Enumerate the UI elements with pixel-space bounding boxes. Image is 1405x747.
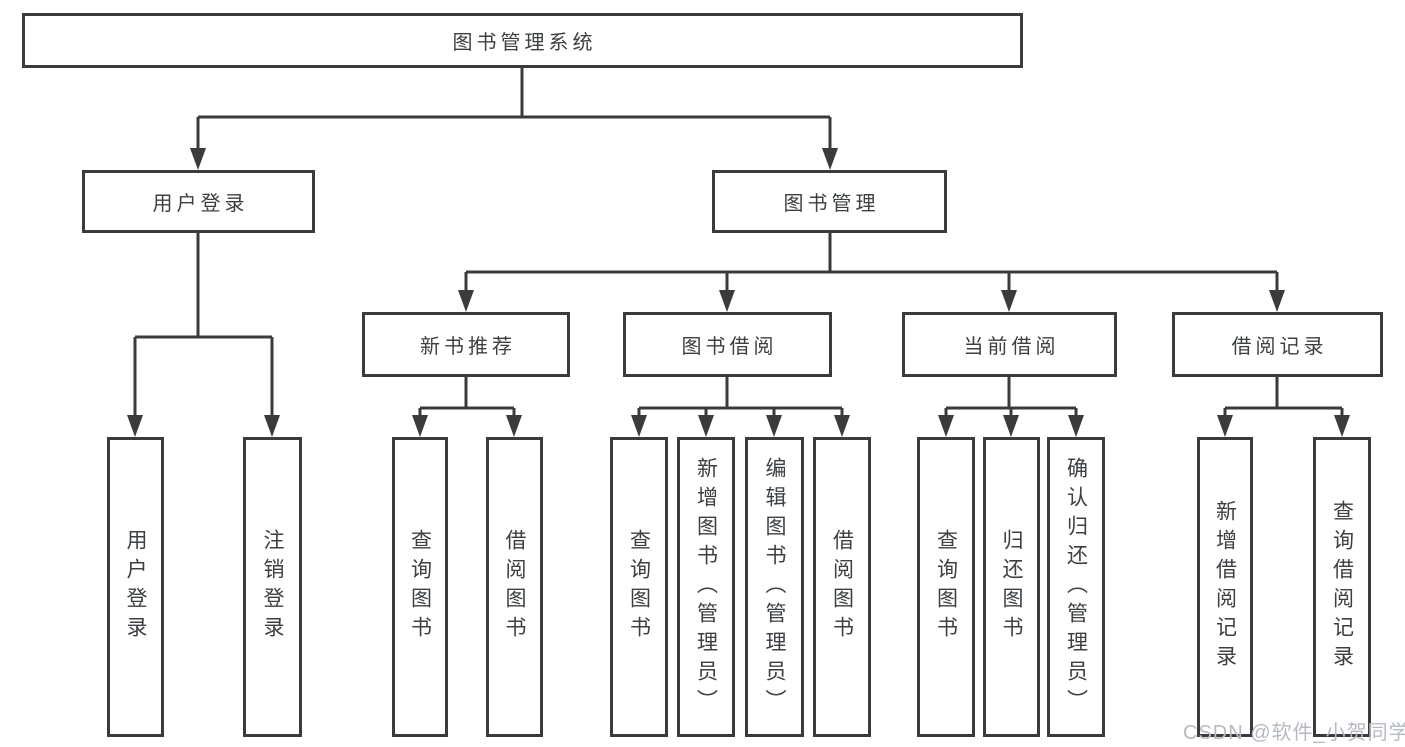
node-label: 图书借阅 [681,336,778,358]
node-label: 查询图书 [627,529,651,645]
node-label: 借阅图书 [503,529,526,645]
leaf-logout: 注销登录 [243,437,302,737]
node-label: 新书推荐 [420,336,516,358]
node-label: 图书管理系统 [452,32,597,54]
leaf-query-books-recommend: 查询图书 [392,437,448,737]
node-label: 新增借阅记录 [1213,500,1237,674]
node-label: 用户登录 [124,529,147,645]
leaf-return-books: 归还图书 [983,437,1040,737]
node-borrowing-records: 借阅记录 [1172,312,1383,377]
leaf-add-books-admin: 新增图书（管理员） [677,437,735,737]
node-label: 编辑图书（管理员） [763,456,786,718]
node-label: 查询图书 [934,529,958,645]
node-label: 借阅图书 [830,529,854,645]
node-label: 用户登录 [152,193,249,215]
node-label: 新增图书（管理员） [694,456,718,718]
node-label: 查询图书 [408,529,432,645]
leaf-query-books-current: 查询图书 [917,437,975,737]
node-label: 注销登录 [261,529,284,645]
leaf-confirm-return-admin: 确认归还（管理员） [1047,437,1105,737]
leaf-borrow-books-borrow: 借阅图书 [813,437,871,737]
leaf-query-borrow-record: 查询借阅记录 [1313,437,1371,737]
leaf-user-login: 用户登录 [107,437,164,737]
node-current-borrowing: 当前借阅 [902,312,1117,377]
node-label: 归还图书 [1000,529,1023,645]
node-label: 图书管理 [783,193,880,215]
arrowheads [127,148,1350,437]
leaf-add-borrow-record: 新增借阅记录 [1197,437,1253,737]
leaf-edit-books-admin: 编辑图书（管理员） [745,437,804,737]
node-book-management: 图书管理 [712,170,947,233]
node-user-login: 用户登录 [82,170,315,233]
node-library-management-system: 图书管理系统 [22,13,1023,68]
leaf-borrow-books-recommend: 借阅图书 [486,437,543,737]
leaf-query-books-borrow: 查询图书 [610,437,668,737]
node-label: 查询借阅记录 [1330,500,1354,674]
csdn-watermark: CSDN @软件_小贺同学 [1183,722,1405,744]
node-label: 借阅记录 [1231,336,1328,358]
node-new-book-recommendation: 新书推荐 [362,312,570,377]
node-book-borrowing: 图书借阅 [623,312,832,377]
node-label: 当前借阅 [963,336,1060,358]
node-label: 确认归还（管理员） [1064,456,1088,718]
